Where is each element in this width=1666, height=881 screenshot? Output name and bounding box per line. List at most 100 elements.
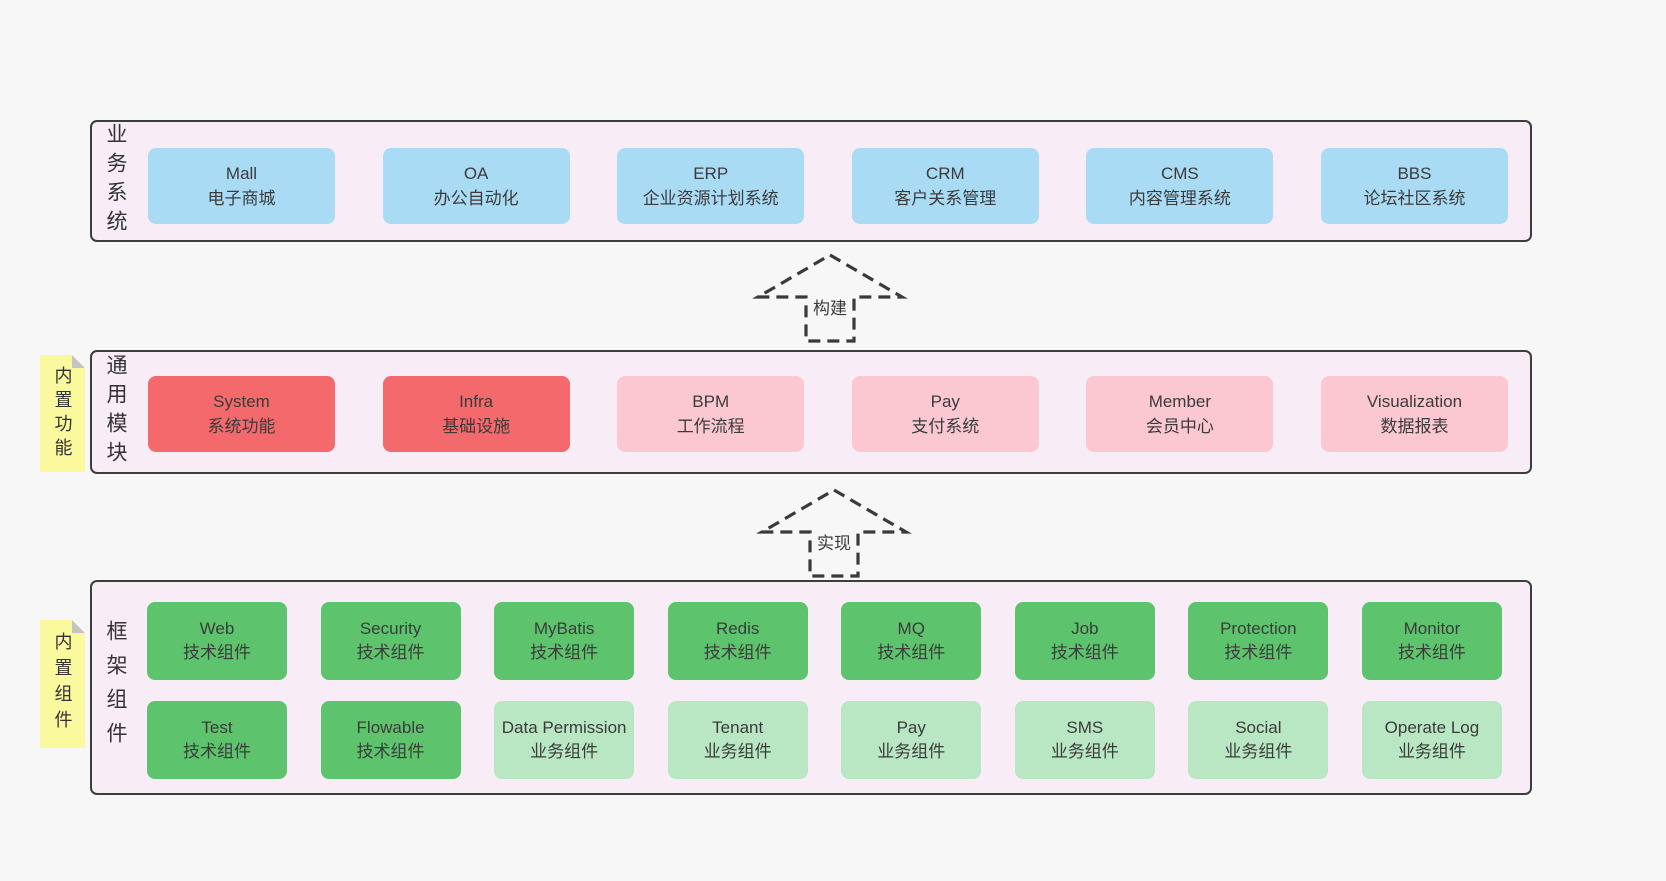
box-mq: MQ 技术组件	[841, 602, 982, 680]
box-web: Web 技术组件	[147, 602, 287, 680]
build-arrow: 构建	[748, 251, 912, 345]
box-social-subtitle: 业务组件	[1224, 742, 1293, 761]
build-arrow-label: 构建	[809, 293, 851, 320]
box-operate-log: Operate Log 业务组件	[1361, 701, 1502, 779]
box-flowable-subtitle: 技术组件	[356, 742, 425, 761]
box-test-subtitle: 技术组件	[183, 742, 251, 761]
box-visualization-subtitle: 数据报表	[1380, 417, 1449, 436]
box-mybatis-subtitle: 技术组件	[530, 643, 599, 662]
box-bbs: BBS 论坛社区系统	[1320, 148, 1508, 224]
box-crm-subtitle: 客户关系管理	[894, 189, 997, 208]
framework-row-1: Web 技术组件 Security 技术组件 MyBatis 技术组件 Redi…	[147, 602, 1502, 680]
box-security-subtitle: 技术组件	[356, 643, 425, 662]
side-tab-builtin-components: 内置组件	[40, 620, 85, 748]
box-visualization: Visualization 数据报表	[1320, 376, 1508, 452]
business-systems-label: 业务系统	[104, 123, 127, 239]
box-monitor-title: Monitor	[1403, 619, 1461, 638]
box-bpm-subtitle: 工作流程	[676, 417, 745, 436]
box-mybatis: MyBatis 技术组件	[494, 602, 635, 680]
folded-corner	[72, 620, 85, 633]
box-member-subtitle: 会员中心	[1145, 417, 1214, 436]
box-test: Test 技术组件	[147, 701, 287, 779]
box-monitor-subtitle: 技术组件	[1397, 643, 1466, 662]
box-system-title: System	[213, 392, 270, 411]
framework-components-label: 框架组件	[104, 619, 127, 756]
box-infra-subtitle: 基础设施	[442, 417, 511, 436]
box-pay-component-title: Pay	[896, 718, 926, 737]
box-bbs-title: BBS	[1397, 164, 1432, 183]
box-protection-title: Protection	[1220, 619, 1297, 638]
box-redis-subtitle: 技术组件	[703, 643, 772, 662]
box-erp-subtitle: 企业资源计划系统	[642, 189, 779, 208]
box-redis-title: Redis	[715, 619, 760, 638]
business-systems-row: Mall 电子商城 OA 办公自动化 ERP 企业资源计划系统 CRM 客户关系…	[148, 148, 1508, 224]
side-tab-builtin-components-label: 内置组件	[52, 632, 73, 736]
box-pay-module-title: Pay	[930, 392, 960, 411]
box-sms-subtitle: 业务组件	[1050, 742, 1119, 761]
common-modules-label: 通用模块	[104, 354, 127, 470]
box-mq-title: MQ	[897, 619, 925, 638]
box-operate-log-title: Operate Log	[1384, 718, 1480, 737]
box-bpm-title: BPM	[692, 392, 730, 411]
box-redis: Redis 技术组件	[667, 602, 808, 680]
box-security-title: Security	[359, 619, 422, 638]
box-tenant: Tenant 业务组件	[667, 701, 808, 779]
framework-components-section: 框架组件 Web 技术组件 Security 技术组件 MyBatis 技术组件…	[90, 580, 1532, 795]
box-cms-subtitle: 内容管理系统	[1128, 189, 1231, 208]
box-mybatis-title: MyBatis	[533, 619, 595, 638]
box-oa-subtitle: 办公自动化	[433, 189, 519, 208]
box-bpm: BPM 工作流程	[617, 376, 805, 452]
box-crm: CRM 客户关系管理	[851, 148, 1039, 224]
business-systems-section: 业务系统 Mall 电子商城 OA 办公自动化 ERP 企业资源计划系统 CRM…	[90, 120, 1532, 242]
box-oa: OA 办公自动化	[382, 148, 570, 224]
box-job-title: Job	[1071, 619, 1099, 638]
box-crm-title: CRM	[925, 164, 965, 183]
box-infra: Infra 基础设施	[382, 376, 570, 452]
box-monitor: Monitor 技术组件	[1361, 602, 1502, 680]
box-tenant-subtitle: 业务组件	[703, 742, 772, 761]
box-mall-subtitle: 电子商城	[207, 189, 276, 208]
box-erp-title: ERP	[693, 164, 729, 183]
box-job: Job 技术组件	[1014, 602, 1155, 680]
box-sms-title: SMS	[1066, 718, 1104, 737]
box-pay-component: Pay 业务组件	[841, 701, 982, 779]
box-erp: ERP 企业资源计划系统	[617, 148, 805, 224]
implement-arrow-label: 实现	[813, 528, 855, 555]
box-social: Social 业务组件	[1188, 701, 1329, 779]
box-member-title: Member	[1148, 392, 1212, 411]
box-protection-subtitle: 技术组件	[1224, 643, 1293, 662]
box-pay-module-subtitle: 支付系统	[911, 417, 980, 436]
box-operate-log-subtitle: 业务组件	[1397, 742, 1466, 761]
box-flowable: Flowable 技术组件	[320, 701, 461, 779]
box-data-permission: Data Permission 业务组件	[494, 701, 635, 779]
box-mq-subtitle: 技术组件	[877, 643, 946, 662]
implement-arrow: 实现	[752, 486, 916, 580]
box-flowable-title: Flowable	[356, 718, 425, 737]
up-arrow-shape	[756, 488, 912, 578]
box-pay-component-subtitle: 业务组件	[877, 742, 946, 761]
box-pay-module: Pay 支付系统	[851, 376, 1039, 452]
box-web-subtitle: 技术组件	[183, 643, 251, 662]
box-bbs-subtitle: 论坛社区系统	[1363, 189, 1466, 208]
box-oa-title: OA	[463, 164, 489, 183]
box-protection: Protection 技术组件	[1188, 602, 1329, 680]
box-test-title: Test	[201, 718, 233, 737]
box-data-permission-subtitle: 业务组件	[530, 742, 599, 761]
box-social-title: Social	[1235, 718, 1282, 737]
box-job-subtitle: 技术组件	[1050, 643, 1119, 662]
box-cms-title: CMS	[1160, 164, 1199, 183]
box-member: Member 会员中心	[1086, 376, 1274, 452]
framework-row-2: Test 技术组件 Flowable 技术组件 Data Permission …	[147, 701, 1502, 779]
box-mall: Mall 电子商城	[148, 148, 335, 224]
box-web-title: Web	[199, 619, 235, 638]
up-arrow-shape	[752, 253, 908, 343]
common-modules-row: System 系统功能 Infra 基础设施 BPM 工作流程 Pay 支付系统…	[148, 376, 1508, 452]
box-security: Security 技术组件	[320, 602, 461, 680]
folded-corner	[72, 355, 85, 368]
box-system: System 系统功能	[148, 376, 335, 452]
box-cms: CMS 内容管理系统	[1086, 148, 1274, 224]
box-mall-title: Mall	[225, 164, 258, 183]
box-tenant-title: Tenant	[712, 718, 764, 737]
box-system-subtitle: 系统功能	[207, 417, 276, 436]
side-tab-builtin-features-label: 内置功能	[52, 365, 73, 462]
